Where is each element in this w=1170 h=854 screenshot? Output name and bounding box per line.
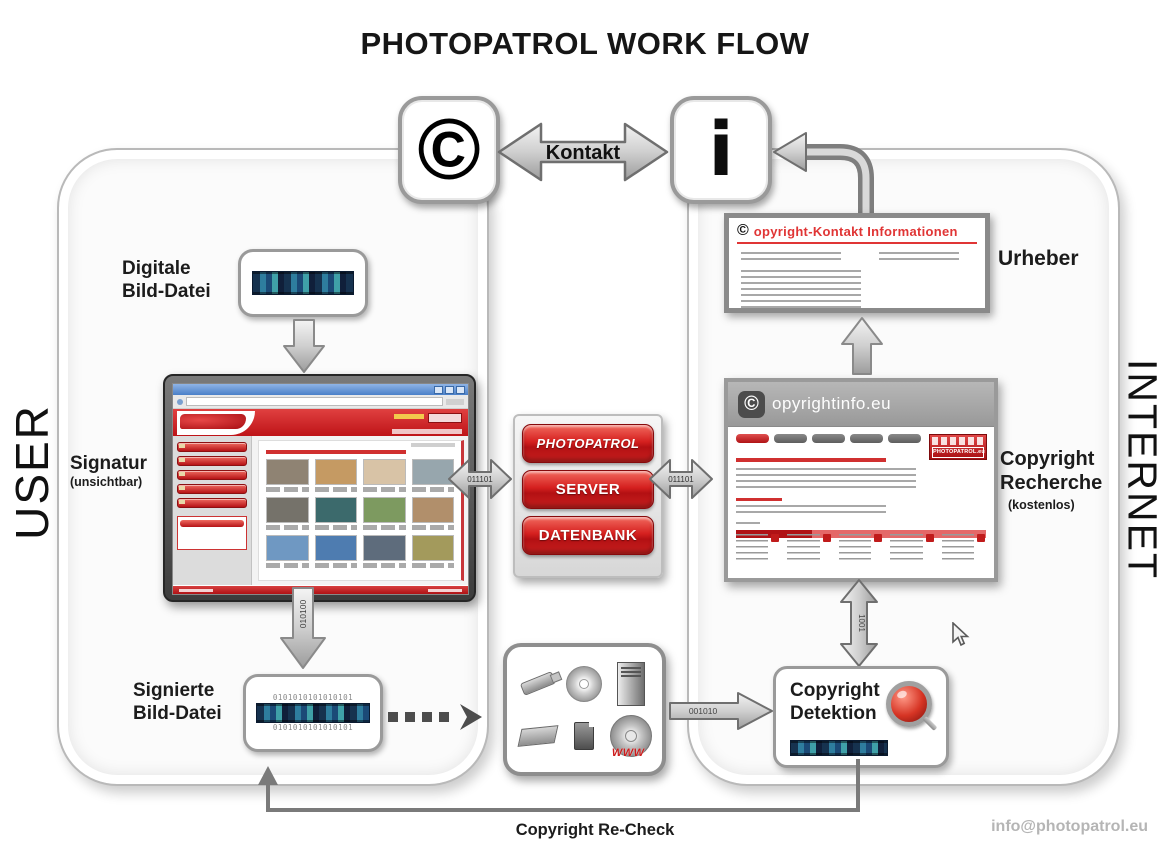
mouse-cursor-icon bbox=[950, 621, 970, 653]
copyright-glyph: © bbox=[417, 102, 481, 198]
info-icon: i bbox=[670, 96, 772, 204]
kontakt-double-arrow: Kontakt bbox=[497, 120, 669, 189]
recherche-sub: (kostenlos) bbox=[1008, 497, 1075, 512]
www-label: WWW bbox=[611, 747, 645, 760]
internet-zone-label: INTERNET bbox=[1119, 359, 1166, 580]
signatur-sub: (unsichtbar) bbox=[70, 475, 143, 490]
image-strip bbox=[252, 271, 354, 295]
signed-file-label: Signierte Bild-Datei bbox=[133, 680, 222, 725]
server-button-photopatrol: PHOTOPATROL bbox=[522, 424, 654, 463]
signed-binary-bottom: 0101010101010101 bbox=[272, 723, 354, 732]
recheck-arrow bbox=[200, 753, 900, 830]
kontakt-form-lines-right-top bbox=[879, 252, 959, 262]
kontakt-form-lines-left bbox=[741, 270, 861, 310]
server-button-server: SERVER bbox=[522, 470, 654, 509]
down-arrow-binary-text: 010100 bbox=[298, 600, 308, 629]
website-header: © opyrightinfo.eu bbox=[728, 382, 994, 427]
recherche-title: Copyright Recherche bbox=[1000, 448, 1103, 495]
client-gallery-panel bbox=[258, 440, 464, 581]
server-button-datenbank: DATENBANK bbox=[522, 516, 654, 555]
signed-image-strip bbox=[256, 703, 370, 723]
signatur-label: Signatur (unsichtbar) bbox=[70, 452, 180, 490]
kontakt-divider bbox=[737, 242, 977, 244]
client-sidebar bbox=[173, 436, 252, 585]
photopatrol-client-monitor bbox=[163, 374, 476, 602]
photopatrol-server: PHOTOPATROL SERVER DATENBANK bbox=[513, 414, 663, 578]
pipe-arrow-to-info-icon bbox=[770, 116, 892, 239]
signed-binary-top: 0101010101010101 bbox=[272, 692, 354, 702]
kontakt-info-box: © opyright-Kontakt Informationen bbox=[724, 213, 990, 313]
arrow-client-server: 011101 bbox=[447, 452, 513, 511]
client-screen bbox=[172, 383, 469, 595]
recherche-label: Copyright Recherche (kostenlos) bbox=[1000, 447, 1112, 513]
client-site-logo bbox=[177, 411, 255, 435]
copyright-icon: © bbox=[398, 96, 500, 204]
kontakt-label: Kontakt bbox=[546, 142, 621, 164]
recheck-label: Copyright Re-Check bbox=[515, 821, 675, 839]
monitor-sidebar-pills bbox=[177, 442, 247, 508]
arrow-media-detektion-binary: 001010 bbox=[689, 706, 718, 716]
arrow-media-detektion: 001010 bbox=[668, 688, 776, 739]
arrow-server-website: 011101 bbox=[648, 452, 714, 511]
photo-grid bbox=[262, 459, 458, 568]
server-tower-icon bbox=[616, 661, 645, 706]
website-paragraph-1 bbox=[736, 468, 916, 492]
www-disc-icon: WWW bbox=[609, 715, 652, 760]
kontakt-copyright-glyph: © bbox=[737, 222, 749, 239]
browser-titlebar bbox=[173, 384, 468, 395]
copyright-detektion-box: Copyright Detektion bbox=[773, 666, 949, 768]
digital-file-box bbox=[238, 249, 368, 317]
website-copyright-glyph: © bbox=[738, 390, 765, 418]
up-arrow-to-kontakt bbox=[840, 316, 884, 381]
arrow-website-detektion-binary: 1001 bbox=[857, 614, 866, 632]
browser-toolbar bbox=[173, 395, 468, 409]
client-site-footer bbox=[173, 586, 468, 594]
website-paragraph-2 bbox=[736, 505, 886, 515]
client-site-header bbox=[173, 409, 468, 437]
down-arrow-1 bbox=[282, 318, 326, 379]
cd-icon bbox=[566, 665, 603, 702]
website-subhead bbox=[736, 498, 782, 501]
arrow-server-website-binary: 011101 bbox=[668, 475, 694, 484]
dotted-arrow bbox=[388, 702, 484, 732]
down-arrow-binary: 010100 bbox=[278, 586, 328, 675]
site-bottom-cols bbox=[736, 532, 986, 570]
card-reader-icon bbox=[517, 725, 559, 748]
arrow-client-server-binary: 011101 bbox=[467, 475, 493, 484]
media-sources-box: WWW bbox=[503, 643, 666, 776]
kontakt-box-title: opyright-Kontakt Informationen bbox=[753, 223, 958, 239]
copyrightinfo-website: © opyrightinfo.eu PHOTOPATROL.eu bbox=[724, 378, 998, 582]
info-glyph: i bbox=[708, 107, 734, 193]
arrow-website-detektion: 1001 bbox=[839, 578, 879, 673]
website-banner-text: PHOTOPATROL.eu bbox=[932, 447, 985, 458]
client-headline bbox=[266, 450, 406, 454]
detektion-image-strip bbox=[790, 740, 888, 756]
digital-file-label: Digitale Bild-Datei bbox=[122, 258, 211, 303]
user-zone-label: USER bbox=[6, 404, 58, 540]
website-title: opyrightinfo.eu bbox=[772, 394, 892, 413]
website-photopatrol-banner: PHOTOPATROL.eu bbox=[929, 434, 987, 460]
magnifier-handle bbox=[922, 716, 938, 731]
site-nav bbox=[728, 427, 994, 443]
client-login-box bbox=[177, 516, 247, 550]
contact-email: info@photopatrol.eu bbox=[991, 818, 1148, 835]
website-signoff bbox=[736, 522, 760, 528]
page-title: PHOTOPATROL WORK FLOW bbox=[360, 26, 810, 61]
memory-card-icon bbox=[574, 722, 595, 751]
website-headline bbox=[736, 458, 886, 462]
signed-file-box: 0101010101010101 0101010101010101 bbox=[243, 674, 383, 752]
signatur-title: Signatur bbox=[70, 453, 148, 474]
kontakt-form-lines-left-top bbox=[741, 252, 841, 262]
usb-stick-icon bbox=[519, 671, 557, 697]
urheber-label: Urheber bbox=[998, 247, 1079, 270]
detektion-label: Copyright Detektion bbox=[790, 680, 880, 725]
